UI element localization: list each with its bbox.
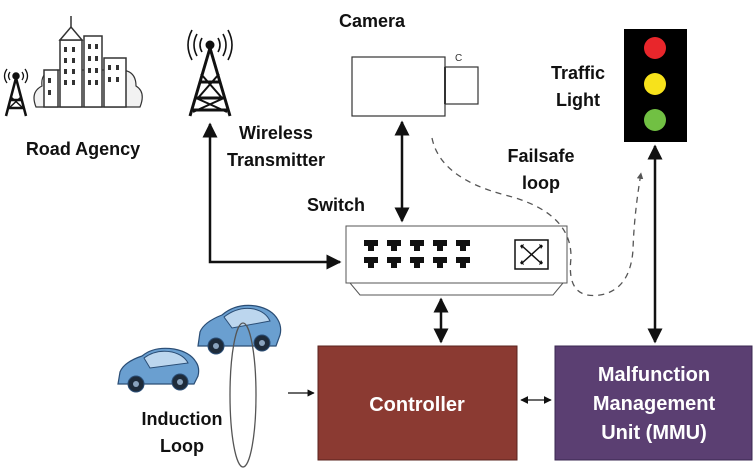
switch-port-icon [433, 257, 447, 268]
camera-label: Camera [339, 11, 406, 31]
traffic-light-green [644, 109, 666, 131]
traffic-light-red [644, 37, 666, 59]
induction-loop-label-line1: Induction [142, 409, 223, 429]
wireless-transmitter-label-line2: Transmitter [227, 150, 325, 170]
camera-icon: C [351, 53, 479, 117]
controller-label: Controller [369, 394, 465, 416]
switch-port-icon [456, 240, 470, 251]
induction-loop-icon [229, 322, 257, 468]
road-agency-tower-icon [3, 68, 29, 117]
wireless-to-switch-arrow [202, 122, 342, 270]
mmu-label-line2: Management [593, 393, 716, 415]
failsafe-loop-label-line2: loop [522, 173, 560, 193]
switch-port-icon [433, 240, 447, 251]
switch-port-icon [387, 257, 401, 268]
connectors [202, 120, 663, 404]
road-agency-label: Road Agency [26, 139, 140, 159]
wireless-tower-icon [187, 29, 233, 117]
wireless-transmitter-label-line1: Wireless [239, 123, 313, 143]
mmu-label-line1: Malfunction [598, 364, 710, 386]
traffic-light-label-line1: Traffic [551, 63, 605, 83]
failsafe-loop-label-line1: Failsafe [507, 146, 574, 166]
mmu-box [554, 345, 753, 461]
switch-port-icon [364, 257, 378, 268]
switch-port-icon [410, 240, 424, 251]
switch-port-icon [456, 257, 470, 268]
controller-box [317, 345, 518, 461]
mmu-label-line3: Unit (MMU) [601, 422, 707, 444]
traffic-light-label-line2: Light [556, 90, 600, 110]
car-icon [117, 347, 200, 393]
switch-port-icon [387, 240, 401, 251]
traffic-light-yellow [644, 73, 666, 95]
switch-port-icon [410, 257, 424, 268]
car-icon [197, 304, 282, 355]
switch-port-icon [364, 240, 378, 251]
traffic-light-icon [624, 29, 687, 142]
camera-mark: C [455, 53, 462, 64]
switch-icon [345, 225, 568, 296]
switch-ports [364, 240, 470, 268]
induction-loop-label-line2: Loop [160, 436, 204, 456]
switch-label: Switch [307, 195, 365, 215]
road-agency-building-icon [33, 16, 143, 108]
